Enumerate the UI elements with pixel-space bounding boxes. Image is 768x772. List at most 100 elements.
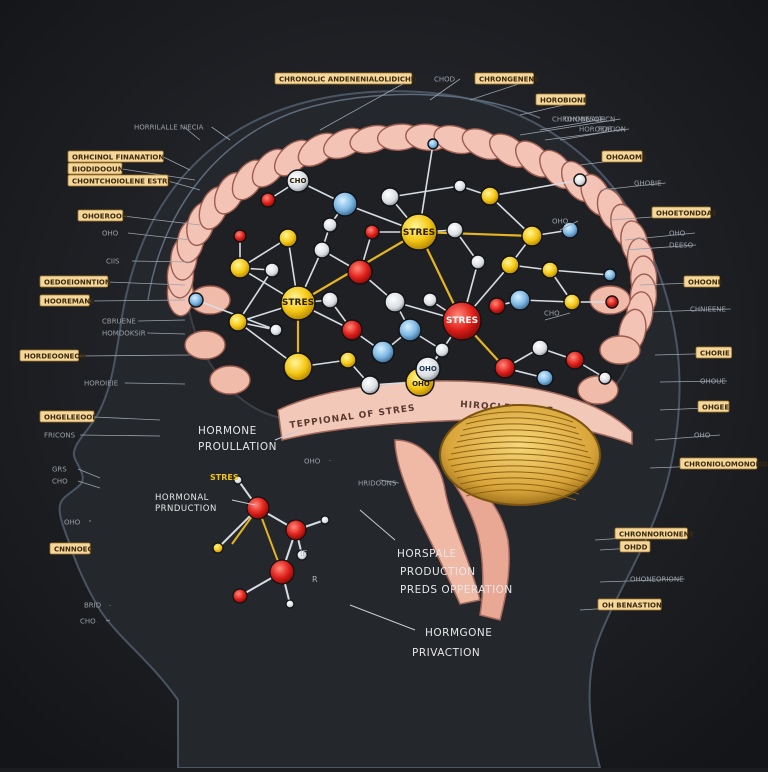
caption-hp-line-1: HORMONAL [155,493,209,503]
white-atom [574,174,586,186]
caption-horspale-line-1: HORSPALE [397,548,456,560]
red-atom [495,358,515,378]
small-annotation-label: HRIDOONS [358,480,397,488]
white-atom [265,263,279,277]
node-label-cho-bottom: OHO [412,380,430,388]
white-atom [323,218,337,232]
white-atom [322,292,338,308]
white-atom [423,293,437,307]
caption-hormgone-line-2: PRIVACTION [412,647,480,659]
white-atom [447,222,463,238]
white-atom [270,324,282,336]
yellow-atom [542,262,558,278]
right-annotation-label: OHOBESOE [564,116,604,124]
caption-horspale-line-3: PREDS OPPERATION [400,584,513,596]
yellow-atom [481,187,499,205]
left-annotation-label: HOMDOKSIR [102,330,146,338]
left-annotation-label: HOROIEIE [84,380,118,388]
left-annotation-label: CHO [80,618,96,626]
red-atom [270,560,294,584]
blue-atom [604,269,616,281]
node-label-cho-left: CHO [290,177,307,185]
caption-line-2: PROULLATION [198,441,277,453]
top-annotation-label: CHRONOLIC ANDENENIALOLIDICHD [279,76,417,84]
red-atom [286,520,306,540]
caption-hormgone-line-1: HORMGONE [425,627,492,639]
small-annotation-label: CHO [544,310,560,318]
node-label-red-stres: STRES [446,316,478,326]
white-atom [471,255,485,269]
left-annotation-label: OHO [64,519,81,527]
node-label-cho-mid: OHO [419,365,437,373]
right-annotation-label: OHOETONDDAE [656,210,717,218]
right-annotation-label: OHOAOMS [606,154,647,162]
yellow-atom [340,352,356,368]
right-annotation-label: HOROBIONE [540,97,588,105]
top-annotation-label: CHRONGENENE [479,76,539,84]
left-annotation-label: OHO [102,230,119,238]
top-annotation-label: CHOD [434,76,455,84]
red-atom [247,497,269,519]
yellow-atom [522,226,542,246]
right-annotation-label: FOR [598,126,613,134]
white-atom [599,372,611,384]
red-atom [342,320,362,340]
right-annotation-label: DEESO [669,242,694,250]
yellow-atom [213,543,223,553]
left-annotation-label: CNNNOEO [54,546,93,554]
node-label-left-stres: STRES [282,298,314,308]
blue-atom [510,290,530,310]
left-annotation-label: OHGELEEOOL [44,414,97,422]
white-atom [454,180,466,192]
left-annotation-label: NIECIA [180,124,204,132]
left-annotation-label: HORRILALLE [134,124,178,132]
right-annotation-label: OHO [694,432,711,440]
left-annotation-label: ORHCINOL FINANATION [72,154,164,162]
gyrus [185,331,225,359]
blue-atom [428,139,438,149]
left-annotation-label: OHOEROON [82,213,128,221]
gyrus [600,336,640,364]
right-annotation-label: OHDD [624,544,648,552]
blue-atom [189,293,203,307]
white-atom [385,292,405,312]
white-atom [286,600,294,608]
white-atom [435,343,449,357]
left-annotation-label: CHONTCHOIOLENE ESTRE [72,178,172,186]
white-atom [532,340,548,356]
left-annotation-label: BRID [84,602,101,610]
caption-line-1: HORMONE [198,425,257,437]
small-annotation-label: OHO [552,218,569,226]
blue-atom [372,341,394,363]
caption-hp-line-2: PRNDUCTION [155,504,217,514]
yellow-atom [284,353,312,381]
left-annotation-label: HORDEOONEON [24,353,86,361]
caption-small-ie: IE [300,549,307,558]
red-atom [489,298,505,314]
caption-hormonal-production: HORMONAL PRNDUCTION [155,493,217,514]
yellow-atom [279,229,297,247]
white-atom [361,376,379,394]
red-atom [261,193,275,207]
red-atom [606,296,618,308]
yellow-atom [564,294,580,310]
white-atom [321,516,329,524]
left-annotation-label: FRICONS [44,432,76,440]
white-atom [314,242,330,258]
red-atom [365,225,379,239]
red-atom [234,230,246,242]
white-atom [381,188,399,206]
caption-small-r: R [312,575,318,584]
right-annotation-label: OH BENASTION [602,602,662,610]
right-annotation-label: OHGEE [702,404,729,412]
blue-atom [399,319,421,341]
right-annotation-label: OHONEORIONE [630,576,684,584]
right-annotation-label: OHOUE [700,378,726,386]
gyrus [578,376,618,404]
blue-atom [333,192,357,216]
yellow-atom [230,258,250,278]
right-annotation-label: CHORIE [700,350,730,358]
left-annotation-label: CHO [52,478,68,486]
